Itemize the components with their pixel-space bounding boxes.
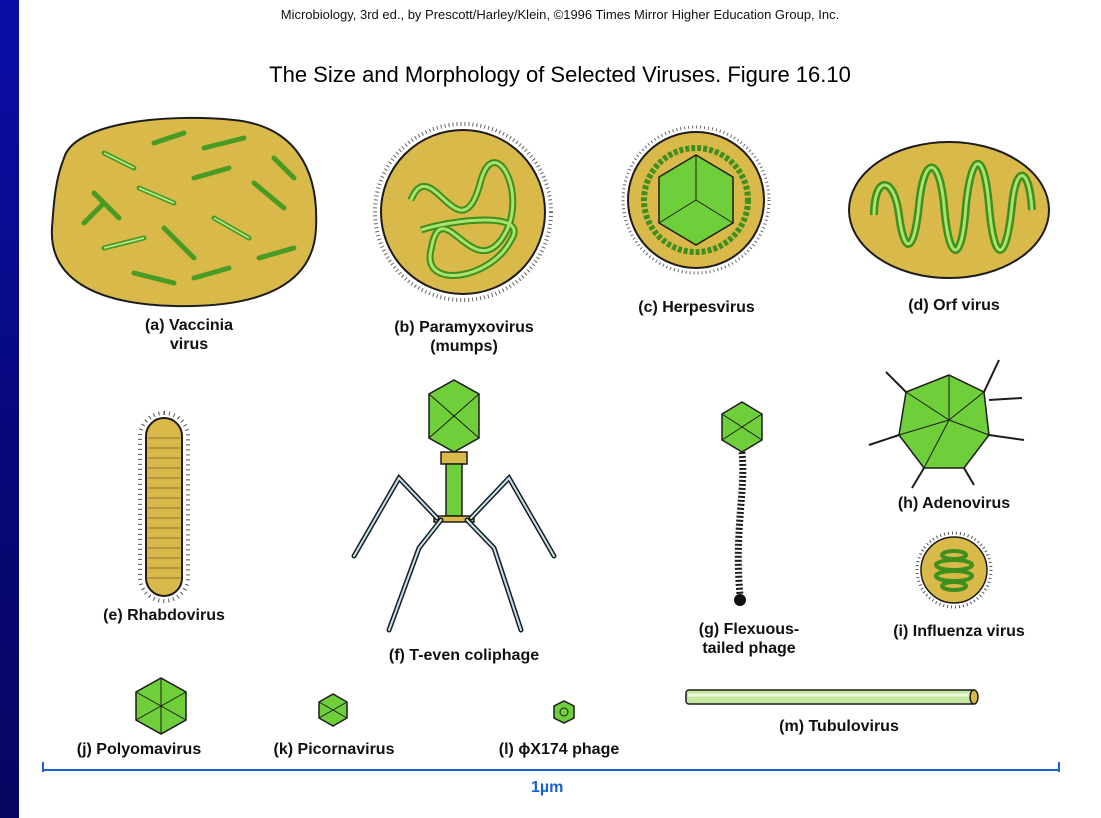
orf-virus-illustration [844, 135, 1054, 285]
label-polyomavirus-line1: (j) Polyomavirus [54, 740, 224, 759]
figure-panel: Microbiology, 3rd ed., by Prescott/Harle… [19, 0, 1101, 818]
label-picornavirus-line1: (k) Picornavirus [254, 740, 414, 759]
label-rhabdovirus-line1: (e) Rhabdovirus [89, 606, 239, 625]
label-paramyxovirus-line1: (b) Paramyxovirus [369, 318, 559, 337]
label-flexuous-tailed-phage-line2: tailed phage [679, 639, 819, 658]
label-picornavirus: (k) Picornavirus [254, 740, 414, 759]
label-influenza-virus: (i) Influenza virus [874, 622, 1044, 641]
credit-line: Microbiology, 3rd ed., by Prescott/Harle… [19, 7, 1101, 22]
herpesvirus-illustration [621, 125, 771, 275]
label-paramyxovirus: (b) Paramyxovirus (mumps) [369, 318, 559, 356]
picornavirus-illustration [316, 693, 350, 727]
vaccinia-virus-illustration [44, 108, 324, 308]
label-influenza-virus-line1: (i) Influenza virus [874, 622, 1044, 641]
rhabdovirus-illustration [124, 408, 204, 608]
t-even-coliphage-illustration [329, 378, 579, 638]
adenovirus-illustration [864, 360, 1034, 490]
label-t-even-coliphage-line1: (f) T-even coliphage [364, 646, 564, 665]
label-paramyxovirus-line2: (mumps) [369, 337, 559, 356]
flexuous-tailed-phage-illustration [712, 400, 772, 610]
polyomavirus-illustration [131, 676, 191, 736]
figure-title: The Size and Morphology of Selected Viru… [19, 62, 1101, 88]
scale-bar [41, 760, 1061, 774]
label-polyomavirus: (j) Polyomavirus [54, 740, 224, 759]
label-vaccinia-line2: virus [109, 335, 269, 354]
label-herpesvirus: (c) Herpesvirus [619, 298, 774, 317]
label-tubulovirus-line1: (m) Tubulovirus [759, 717, 919, 736]
label-tubulovirus: (m) Tubulovirus [759, 717, 919, 736]
label-vaccinia: (a) Vaccinia virus [109, 316, 269, 354]
label-orf-virus: (d) Orf virus [889, 296, 1019, 315]
scale-bar-label: 1µm [531, 779, 563, 797]
influenza-virus-illustration [914, 530, 994, 610]
label-adenovirus: (h) Adenovirus [879, 494, 1029, 513]
label-rhabdovirus: (e) Rhabdovirus [89, 606, 239, 625]
label-phix174-phage: (l) ϕX174 phage [474, 740, 644, 759]
phix174-phage-illustration [552, 700, 576, 724]
label-flexuous-tailed-phage: (g) Flexuous- tailed phage [679, 620, 819, 658]
tubulovirus-illustration [684, 687, 984, 707]
paramyxovirus-illustration [371, 120, 556, 305]
label-herpesvirus-line1: (c) Herpesvirus [619, 298, 774, 317]
label-phix174-phage-line1: (l) ϕX174 phage [474, 740, 644, 759]
label-t-even-coliphage: (f) T-even coliphage [364, 646, 564, 665]
label-orf-virus-line1: (d) Orf virus [889, 296, 1019, 315]
label-adenovirus-line1: (h) Adenovirus [879, 494, 1029, 513]
label-vaccinia-line1: (a) Vaccinia [109, 316, 269, 335]
label-flexuous-tailed-phage-line1: (g) Flexuous- [679, 620, 819, 639]
